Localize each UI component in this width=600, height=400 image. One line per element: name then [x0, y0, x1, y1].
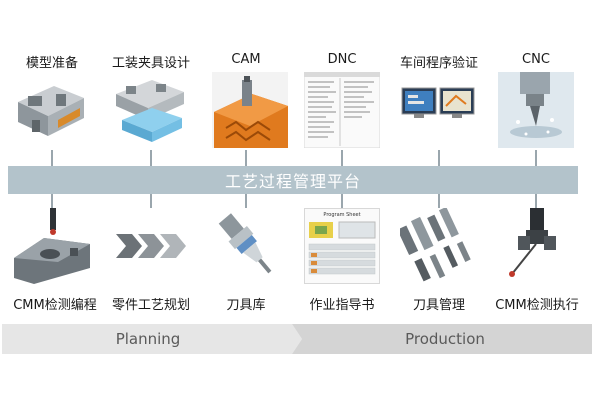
connector-bottom-6 — [535, 194, 537, 208]
step-label-process-planning: 零件工艺规划 — [111, 298, 190, 313]
step-label-cmm-programming: CMM检测编程 — [13, 298, 97, 313]
mold-model-3d-icon — [18, 86, 84, 136]
process-chevrons-icon — [116, 234, 186, 258]
program-verification-screen-icon — [401, 87, 475, 118]
dnc-code-listing-icon — [304, 72, 380, 148]
connector-bottom-5 — [438, 194, 440, 208]
step-label-cmm-execution: CMM检测执行 — [495, 298, 579, 313]
connector-top-6 — [535, 150, 537, 166]
program-sheet-title: Program Sheet — [323, 212, 361, 218]
step-label-dnc: DNC — [327, 52, 357, 67]
phase-label-planning: Planning — [115, 330, 181, 348]
step-label-program-verify: 车间程序验证 — [399, 56, 478, 71]
step-label-work-instruction: 作业指导书 — [309, 298, 375, 313]
connector-top-5 — [438, 150, 440, 166]
connector-bottom-4 — [341, 194, 343, 208]
connector-top-2 — [150, 150, 152, 166]
cnc-spindle-icon — [498, 72, 574, 148]
step-label-model-prep: 模型准备 — [25, 56, 78, 71]
fixture-design-icon — [116, 80, 184, 142]
connector-top-4 — [341, 150, 343, 166]
phase-production-arrow — [292, 324, 592, 354]
tool-set-icon — [400, 208, 471, 282]
connector-bottom-2 — [150, 194, 152, 208]
connector-bottom-3 — [245, 194, 247, 208]
program-sheet-body — [308, 221, 376, 275]
work-instruction-sheet-icon: Program Sheet — [304, 208, 380, 284]
connector-bottom-1 — [51, 194, 53, 208]
cmm-probe-part-icon — [14, 208, 90, 284]
cmm-execution-icon — [509, 208, 556, 277]
phase-label-production: Production — [405, 330, 485, 348]
connector-top-3 — [245, 150, 247, 166]
phase-bar — [2, 324, 592, 354]
cam-toolpath-icon — [212, 72, 288, 148]
tool-holder-icon — [218, 213, 272, 274]
platform-bar: 工艺过程管理平台 — [8, 166, 578, 194]
connector-top-1 — [51, 150, 53, 166]
step-label-tool-management: 刀具管理 — [412, 298, 465, 313]
step-label-cam: CAM — [231, 52, 261, 67]
step-label-fixture-design: 工装夹具设计 — [111, 56, 190, 71]
phase-planning-arrow — [2, 324, 302, 354]
step-label-tool-library: 刀具库 — [226, 298, 266, 313]
step-label-cnc: CNC — [522, 52, 550, 67]
